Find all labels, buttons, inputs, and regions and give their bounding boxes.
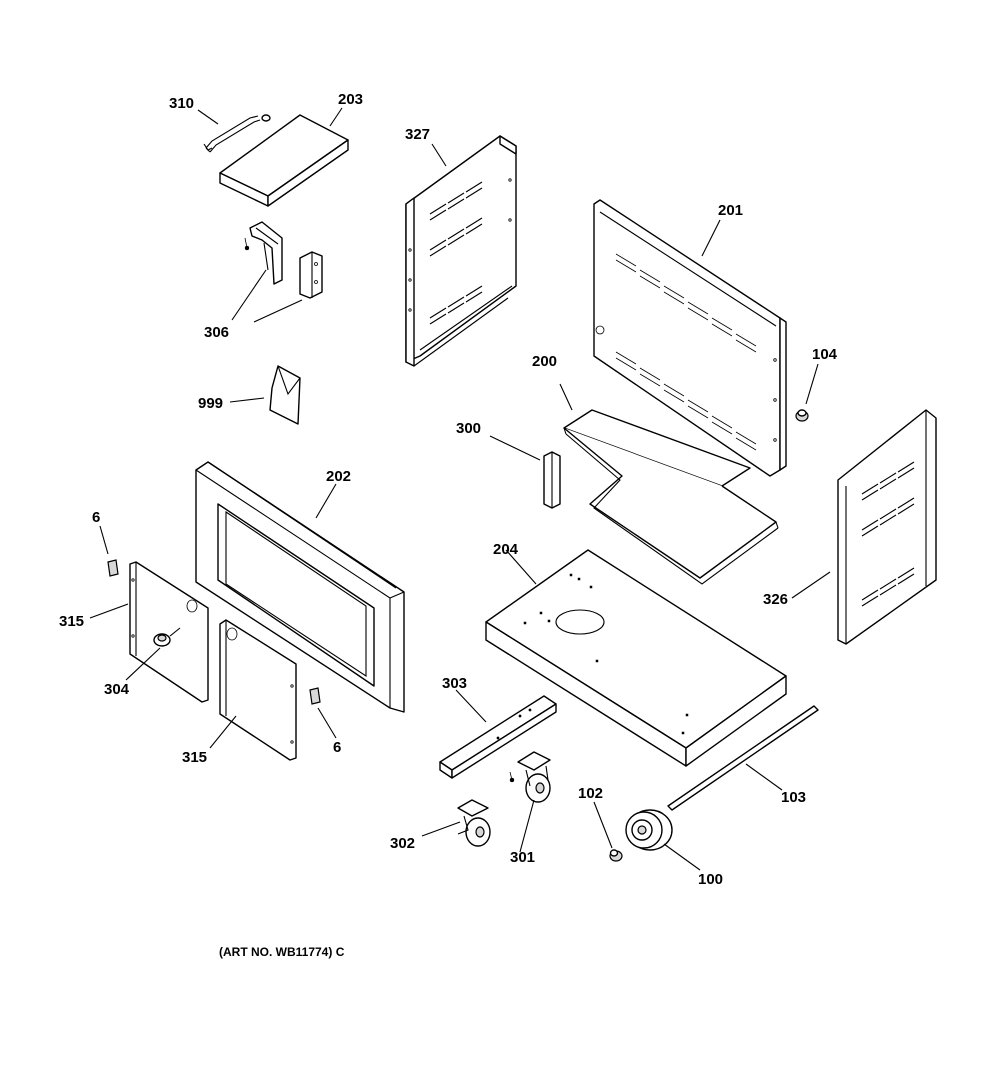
label-103: 103	[781, 789, 806, 806]
label-999: 999	[198, 395, 223, 412]
label-303: 303	[442, 675, 467, 692]
part-315-door-right	[219, 619, 297, 761]
part-310-handle	[203, 114, 271, 153]
label-202: 202	[326, 468, 351, 485]
label-315-left: 315	[59, 613, 84, 630]
leader-lines	[89, 107, 831, 871]
part-327-side-panel	[405, 135, 517, 367]
part-326-side-panel	[837, 409, 937, 645]
part-315-door-left	[129, 561, 209, 703]
label-102: 102	[578, 785, 603, 802]
part-103-axle	[667, 705, 819, 811]
part-6-clip-b	[309, 687, 321, 705]
label-304: 304	[104, 681, 130, 698]
label-310: 310	[169, 95, 194, 112]
part-300-post	[543, 451, 561, 509]
art-number-caption: (ART NO. WB11774) C	[219, 945, 345, 959]
label-306: 306	[204, 324, 229, 341]
part-301-caster	[509, 751, 551, 803]
label-204: 204	[493, 541, 519, 558]
label-315-right: 315	[182, 749, 207, 766]
label-200: 200	[532, 353, 557, 370]
part-104-foot	[795, 409, 809, 422]
part-306-brackets	[244, 221, 323, 299]
label-6-bottom: 6	[333, 739, 341, 756]
part-102-bushing	[609, 849, 623, 862]
part-100-wheel	[625, 809, 673, 851]
label-302: 302	[390, 835, 415, 852]
part-999-literature	[269, 365, 301, 425]
part-203-cover	[219, 114, 349, 207]
label-203: 203	[338, 91, 363, 108]
part-304-knob	[153, 627, 181, 647]
label-326: 326	[763, 591, 788, 608]
part-303-caster-bracket	[439, 695, 557, 779]
part-201-back-panel	[593, 199, 787, 477]
label-104: 104	[812, 346, 838, 363]
part-204-base-plate	[485, 549, 787, 767]
part-302-caster	[457, 799, 491, 847]
label-300: 300	[456, 420, 481, 437]
part-200-shelf-frame	[563, 409, 779, 585]
label-301: 301	[510, 849, 535, 866]
label-327: 327	[405, 126, 430, 143]
label-6-top: 6	[92, 509, 100, 526]
part-202-front-frame	[195, 461, 405, 713]
label-201: 201	[718, 202, 743, 219]
part-6-clip-a	[107, 559, 119, 577]
label-100: 100	[698, 871, 723, 888]
part-labels: 310 203 327 201 306 999 104 200 300 202 …	[59, 91, 838, 888]
